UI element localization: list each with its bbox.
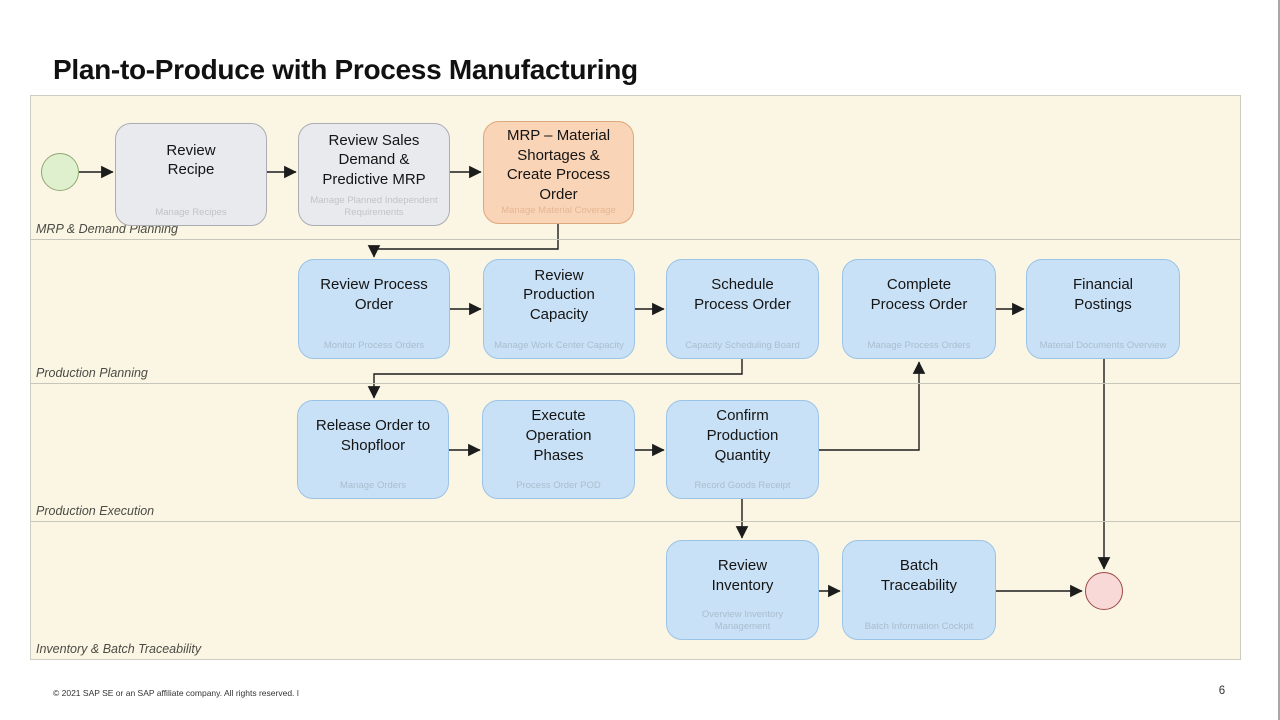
start-event-circle — [41, 153, 79, 191]
task-subtitle: Manage Process Orders — [867, 339, 971, 351]
window-right-edge — [1278, 0, 1280, 720]
task-subtitle: Material Documents Overview — [1039, 339, 1167, 351]
lane-divider — [31, 521, 1240, 522]
task-batch-traceability: Batch Traceability Batch Information Coc… — [842, 540, 996, 640]
task-subtitle: Manage Recipes — [155, 206, 227, 218]
task-review-inventory: Review Inventory Overview Inventory Mana… — [666, 540, 819, 640]
task-complete-process-order: Complete Process Order Manage Process Or… — [842, 259, 996, 359]
page-title: Plan-to-Produce with Process Manufacturi… — [53, 54, 638, 85]
end-event-circle — [1085, 572, 1123, 610]
task-release-order-to-shopfloor: Release Order to Shopfloor Manage Orders — [297, 400, 449, 499]
task-financial-postings: Financial Postings Material Documents Ov… — [1026, 259, 1180, 359]
task-title: MRP – Material Shortages & Create Proces… — [506, 126, 611, 204]
task-execute-operation-phases: Execute Operation Phases Process Order P… — [482, 400, 635, 499]
task-subtitle: Manage Material Coverage — [501, 204, 616, 216]
task-subtitle: Manage Planned Independent Requirements — [310, 195, 438, 218]
task-subtitle: Record Goods Receipt — [694, 479, 791, 491]
task-review-process-order: Review Process Order Monitor Process Ord… — [298, 259, 450, 359]
lane-label-inventory-batch-traceability: Inventory & Batch Traceability — [36, 642, 202, 656]
lane-label-production-planning: Production Planning — [36, 366, 148, 380]
task-subtitle: Manage Work Center Capacity — [494, 339, 624, 351]
task-title: Execute Operation Phases — [525, 407, 592, 464]
connector-arrows — [79, 165, 1111, 598]
task-subtitle: Overview Inventory Management — [701, 609, 784, 632]
task-subtitle: Process Order POD — [516, 479, 601, 491]
task-subtitle: Batch Information Cockpit — [864, 620, 974, 632]
task-title: Schedule Process Order — [694, 276, 791, 314]
task-title: Review Sales Demand & Predictive MRP — [322, 131, 426, 189]
task-title: Review Recipe — [166, 141, 216, 179]
task-title: Confirm Production Quantity — [706, 407, 779, 464]
task-subtitle: Monitor Process Orders — [323, 339, 425, 351]
task-title: Financial Postings — [1072, 276, 1134, 314]
task-mrp-material-shortages: MRP – Material Shortages & Create Proces… — [483, 121, 634, 224]
lane-divider — [31, 383, 1240, 384]
task-title: Complete Process Order — [870, 276, 968, 314]
task-title: Batch Traceability — [880, 557, 958, 595]
task-title: Review Production Capacity — [523, 266, 595, 324]
task-subtitle: Capacity Scheduling Board — [685, 339, 800, 351]
task-title: Review Inventory — [711, 557, 774, 595]
task-schedule-process-order: Schedule Process Order Capacity Scheduli… — [666, 259, 819, 359]
page-number: 6 — [1218, 685, 1226, 697]
lane-label-production-execution: Production Execution — [36, 504, 155, 518]
task-review-production-capacity: Review Production Capacity Manage Work C… — [483, 259, 635, 359]
task-confirm-production-quantity: Confirm Production Quantity Record Goods… — [666, 400, 819, 499]
copyright-footer: © 2021 SAP SE or an SAP affiliate compan… — [53, 688, 299, 698]
task-title: Review Process Order — [320, 276, 428, 314]
task-review-sales-demand: Review Sales Demand & Predictive MRP Man… — [298, 123, 450, 226]
task-subtitle: Manage Orders — [339, 479, 406, 491]
task-review-recipe: Review Recipe Manage Recipes — [115, 123, 267, 226]
process-diagram-panel: MRP & Demand Planning Production Plannin… — [30, 95, 1241, 660]
task-title: Release Order to Shopfloor — [315, 417, 431, 454]
lane-divider — [31, 239, 1240, 240]
